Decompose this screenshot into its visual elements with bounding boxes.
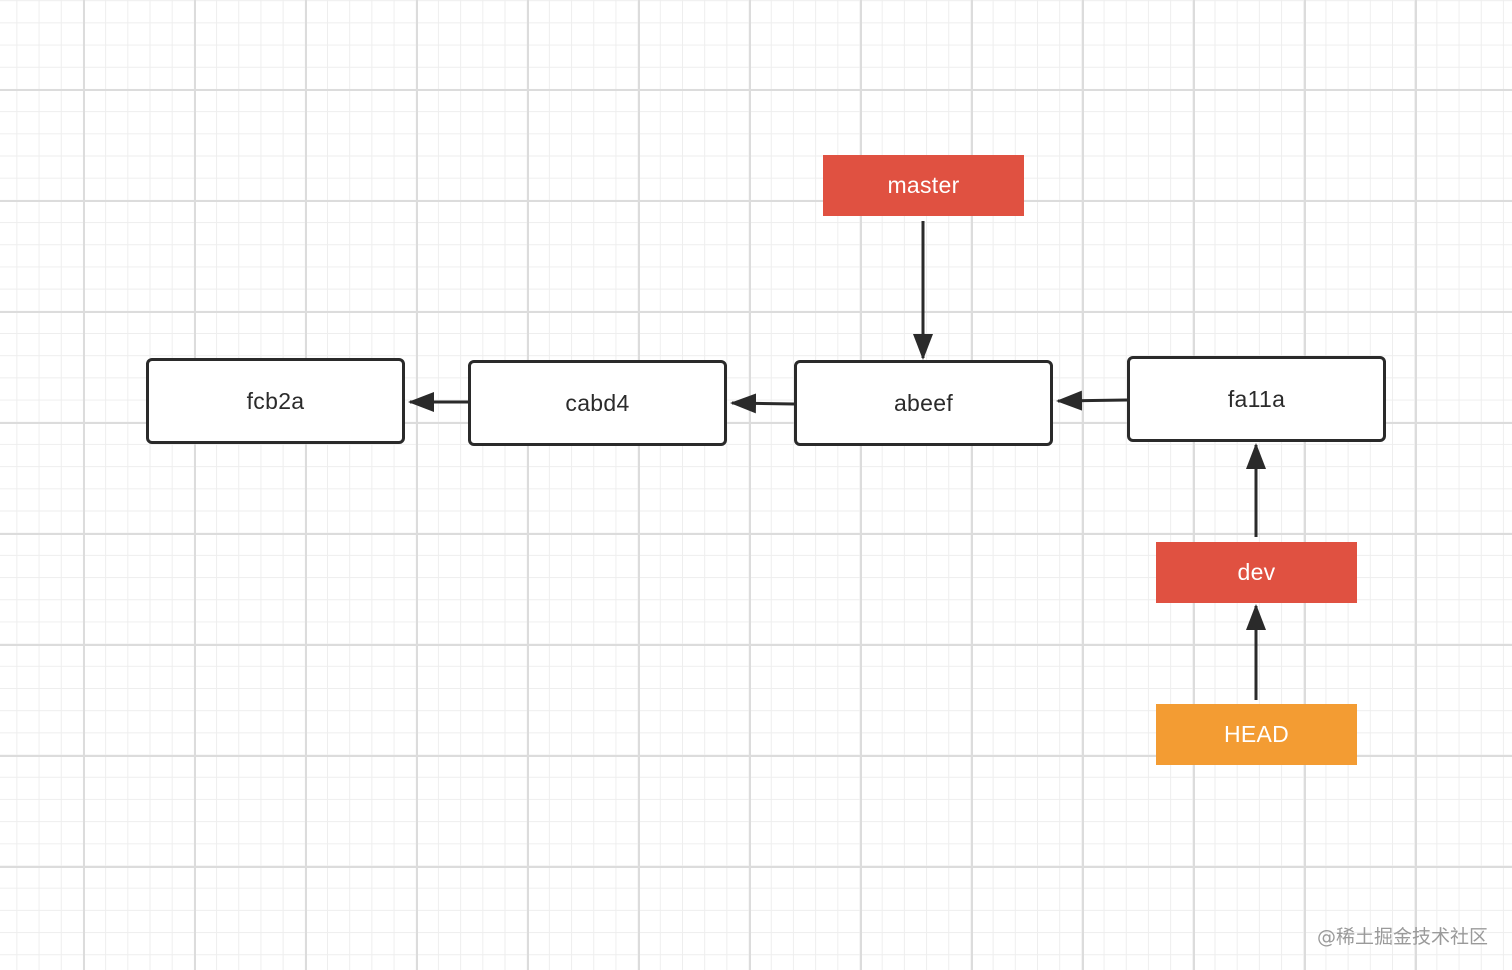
head-ref: HEAD bbox=[1156, 704, 1357, 765]
ref-label: dev bbox=[1237, 559, 1276, 585]
commit-label: fcb2a bbox=[246, 387, 305, 414]
commit-node-fcb2a: fcb2a bbox=[146, 358, 405, 444]
edge-abeef-to-cabd4 bbox=[730, 393, 795, 414]
ref-label: master bbox=[887, 172, 960, 198]
watermark-text: @稀土掘金技术社区 bbox=[1316, 926, 1488, 948]
commit-node-cabd4: cabd4 bbox=[468, 360, 727, 446]
commit-node-fa11a: fa11a bbox=[1127, 356, 1386, 442]
edge-fa11a-to-abeef bbox=[1056, 390, 1128, 411]
commit-node-abeef: abeef bbox=[794, 360, 1053, 446]
ref-label: HEAD bbox=[1223, 721, 1290, 747]
commit-label: fa11a bbox=[1227, 385, 1286, 412]
commit-label: cabd4 bbox=[565, 389, 630, 416]
commit-label: abeef bbox=[893, 389, 954, 416]
branch-ref-master: master bbox=[823, 155, 1024, 216]
branch-ref-dev: dev bbox=[1156, 542, 1357, 603]
